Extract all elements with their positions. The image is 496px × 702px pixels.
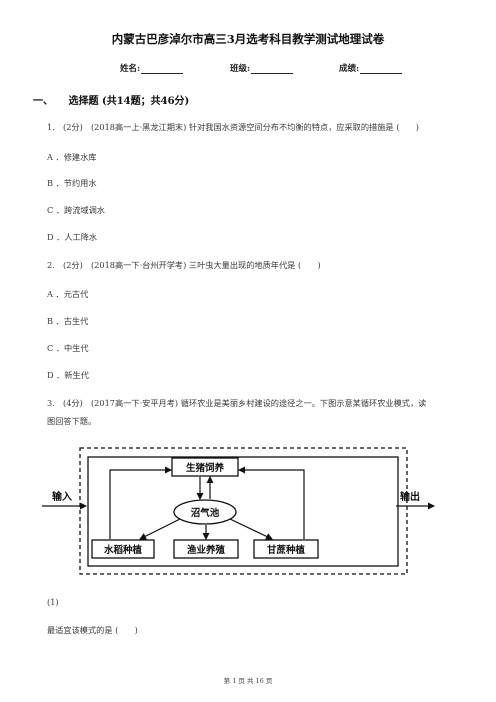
class-field: 班级: (230, 62, 294, 74)
biogas-to-rice-arrow (139, 518, 181, 540)
sugarcane-to-pig-arrow (238, 466, 305, 539)
question-2-option-c: C ．中生代 (47, 343, 89, 353)
rice-planting-box (91, 539, 155, 559)
subquestion-text: 最适宜该模式的是 ( ) (47, 625, 138, 635)
question-1-text: 1. (2分) (2018高一上·黑龙江期末) 针对我国水资源空间分布不均衡的特… (47, 122, 419, 132)
question-3-text-line2: 图回答下题。 (47, 416, 97, 426)
page-title: 内蒙古巴彦淖尔市高三3月选考科目教学测试地理试卷 (111, 32, 385, 46)
question-1-option-b: B ．节约用水 (47, 178, 97, 188)
question-1-option-d: D ．人工降水 (47, 232, 98, 242)
fish-farming-box (173, 539, 239, 559)
fish-farming-label: 渔业养殖 (187, 544, 226, 556)
circular-agriculture-diagram: 输入 输出 生猪饲养 沼气池 水稻种植 渔业养殖 甘蔗种植 (42, 447, 435, 575)
section-title: 选择题 (共14题；共46分) (68, 96, 190, 107)
name-blank (141, 64, 184, 74)
question-2-text: 2. (2分) (2018高一下·台州开学考) 三叶虫大量出现的地质年代是 ( … (47, 260, 321, 270)
sugarcane-planting-box (253, 539, 319, 559)
section-number: 一、 (33, 96, 53, 107)
score-blank (360, 64, 403, 74)
biogas-pool-label: 沼气池 (191, 507, 220, 519)
class-label: 班级: (230, 64, 251, 74)
rice-to-pig-arrow (109, 466, 172, 539)
input-label: 输入 (52, 490, 72, 503)
question-3-text-line1: 3. (4分) (2017高一下·安平月考) 循环农业是美丽乡村建设的途径之一。… (47, 398, 427, 408)
question-1-option-a: A ．修建水库 (47, 152, 97, 162)
score-field: 成绩: (339, 62, 403, 74)
name-label: 姓名: (120, 64, 141, 74)
question-2-option-d: D ．新生代 (47, 370, 89, 380)
biogas-to-sugarcane-arrow (229, 518, 273, 540)
pig-farming-label: 生猪饲养 (186, 462, 225, 474)
question-2-option-b: B ．古生代 (47, 316, 89, 326)
name-field: 姓名: (120, 62, 184, 74)
diagram-inner-frame (87, 456, 399, 567)
score-label: 成绩: (339, 64, 360, 74)
class-blank (251, 64, 294, 74)
page-footer: 第 1 页 共 16 页 (223, 677, 273, 685)
question-1-option-c: C ．跨流域调水 (47, 205, 105, 215)
subquestion-number: (1) (47, 597, 59, 607)
diagram-boundary (79, 447, 408, 575)
question-2-option-a: A ．元古代 (47, 289, 89, 299)
rice-planting-label: 水稻种植 (104, 544, 143, 556)
sugarcane-planting-label: 甘蔗种植 (267, 544, 306, 556)
output-label: 输出 (400, 490, 420, 503)
section-heading: 一、 选择题 (共14题；共46分) (33, 92, 189, 107)
biogas-pool (173, 499, 237, 525)
